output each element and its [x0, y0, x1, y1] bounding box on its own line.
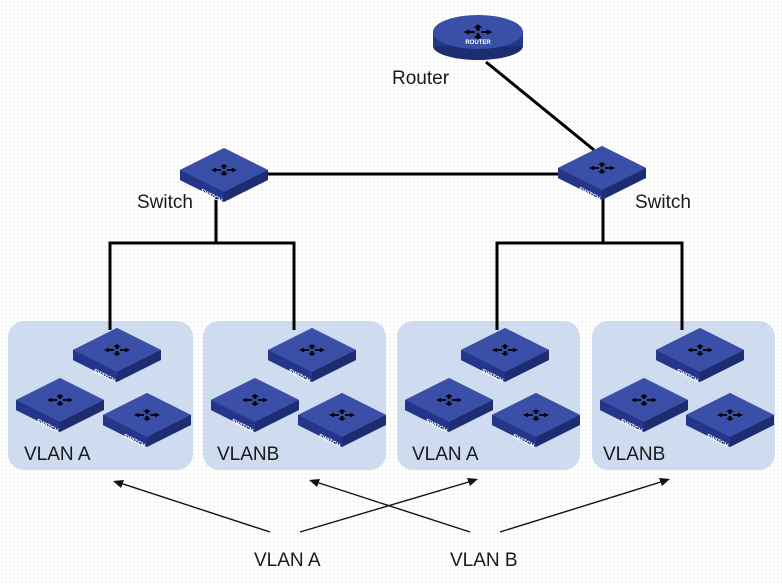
switch-icon: SWITCH [405, 378, 493, 435]
vlan-b-arrow-right [499, 480, 665, 533]
network-links [108, 60, 684, 330]
vlan-group-2-label: VLANB [217, 444, 279, 465]
switch-icon: SWITCH [686, 393, 774, 450]
vlan-b-arrow-left [315, 481, 471, 533]
switch-icon: SWITCH [268, 328, 356, 385]
switch-icon: SWITCH [492, 393, 580, 450]
arrowhead [659, 478, 670, 486]
core-switch-2-label: Switch [635, 192, 691, 213]
router-icon: ROUTER [433, 15, 523, 60]
vlan-group-1: SWITCH SWITCH SWITCH VLAN A [16, 328, 191, 465]
switch-icon: SWITCH [211, 378, 299, 435]
legend-vlan-a: VLAN A [254, 550, 321, 571]
legend-vlan-b: VLAN B [450, 550, 518, 571]
switch-icon: SWITCH [16, 378, 104, 435]
vlan-group-4-label: VLANB [603, 444, 665, 465]
vlan-group-3-label: VLAN A [412, 444, 479, 465]
core-switch-1-label: Switch [137, 192, 193, 213]
vlan-group-4: SWITCH SWITCH SWITCH VLANB [600, 328, 774, 465]
switch-icon: SWITCH [558, 146, 646, 203]
switch-icon: SWITCH [103, 393, 191, 450]
switch-icon: SWITCH [298, 393, 386, 450]
vlan-group-1-label: VLAN A [24, 444, 91, 465]
arrowhead [113, 480, 124, 488]
arrowhead [309, 479, 320, 487]
switch-icon: SWITCH [73, 328, 161, 385]
vlan-a-arrow-right [299, 480, 473, 533]
left-distribution-bus [108, 241, 296, 330]
arrowhead [467, 478, 478, 486]
switch-icon: SWITCH [600, 378, 688, 435]
vlan-group-2: SWITCH SWITCH SWITCH VLANB [211, 328, 386, 465]
switch-icon: SWITCH [180, 148, 268, 205]
router-badge: ROUTER [465, 40, 491, 46]
router-uplink [485, 60, 595, 152]
router-label: Router [392, 68, 450, 89]
switch-icon: SWITCH [656, 328, 744, 385]
vlan-a-arrow-left [119, 482, 271, 533]
right-distribution-bus [495, 241, 684, 330]
vlan-membership-arrows [113, 478, 670, 533]
